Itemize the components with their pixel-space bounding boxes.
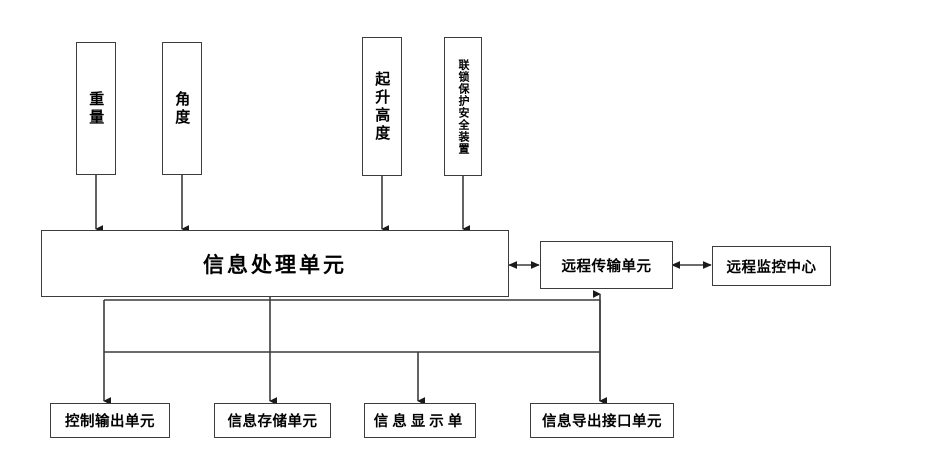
sensor-weight-label: 重量 [87,90,106,127]
information-display-unit-label: 信息显示单 [373,414,467,430]
sensor-angle[interactable]: 角度 [162,42,202,175]
sensor-angle-label: 角度 [173,90,192,127]
remote-monitoring-center-label: 远程监控中心 [726,259,817,276]
sensor-lifting-height[interactable]: 起升高度 [362,37,402,176]
sensor-interlock-protection-safety-device[interactable]: 联锁保护安全装置 [444,37,482,176]
sensor-lifting-height-label: 起升高度 [373,70,392,143]
information-export-interface-unit[interactable]: 信息导出接口单元 [530,403,674,438]
information-export-interface-unit-label: 信息导出接口单元 [542,414,662,430]
remote-transmission-unit-label: 远程传输单元 [561,258,652,275]
information-storage-unit-label: 信息存储单元 [227,414,318,430]
information-storage-unit[interactable]: 信息存储单元 [214,403,331,438]
remote-monitoring-center[interactable]: 远程监控中心 [712,246,831,286]
sensor-interlock-protection-safety-device-label: 联锁保护安全装置 [457,58,471,155]
control-output-unit[interactable]: 控制输出单元 [50,403,170,438]
remote-transmission-unit[interactable]: 远程传输单元 [540,241,673,289]
information-processing-unit[interactable]: 信息处理单元 [41,230,509,297]
control-output-unit-label: 控制输出单元 [65,414,155,430]
sensor-weight[interactable]: 重量 [76,42,116,175]
information-processing-unit-label: 信息处理单元 [203,252,347,277]
information-display-unit[interactable]: 信息显示单 [364,403,476,438]
